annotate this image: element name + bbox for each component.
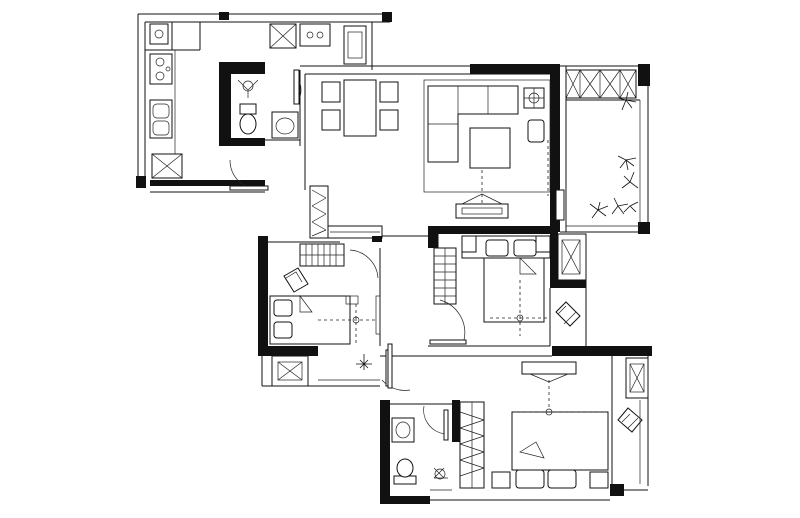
master-bathroom: [380, 400, 610, 504]
window-icon: [151, 153, 183, 179]
armchair-icon: [283, 267, 309, 293]
master-bedroom: [380, 346, 652, 496]
coffee-table: [469, 127, 511, 169]
window-icon: [557, 233, 587, 281]
door[interactable]: [293, 69, 300, 105]
window-icon: [271, 355, 309, 387]
door[interactable]: [375, 295, 381, 335]
door-swing: [381, 379, 411, 391]
dining-chair: [321, 109, 341, 131]
sofa-icon: [427, 85, 519, 163]
window-icon: [625, 357, 649, 399]
toilet-icon: [239, 103, 257, 135]
lamp-icon: [523, 87, 545, 109]
ceiling-light-icon: [490, 280, 548, 336]
stove-icon: [149, 53, 173, 85]
kitchen: [145, 22, 367, 191]
door-frame: [387, 343, 393, 389]
corridor: [309, 185, 430, 242]
bed-icon: [269, 294, 359, 345]
door-swing: [349, 249, 379, 279]
washing-machine-icon: [269, 23, 297, 49]
dining-area: [321, 79, 399, 137]
guest-bathroom: [219, 62, 302, 146]
shower-icon: [433, 467, 448, 480]
kitchen-sink-icon: [149, 23, 169, 45]
sink-icon: [271, 111, 299, 139]
dining-chair: [379, 81, 399, 103]
door[interactable]: [443, 409, 449, 441]
plant-icon: [356, 354, 372, 370]
door[interactable]: [229, 185, 269, 191]
wardrobe-icon: [299, 243, 345, 267]
double-sink-icon: [149, 99, 173, 139]
side-chair: [527, 119, 545, 143]
sliding-door[interactable]: [555, 189, 565, 221]
armchair-icon: [617, 407, 643, 433]
utility-sink-icon: [299, 23, 331, 47]
shower-icon: [237, 79, 259, 98]
bedroom-middle: [428, 226, 587, 348]
door[interactable]: [429, 339, 467, 345]
bedroom-west: [258, 236, 381, 387]
dining-table: [343, 79, 377, 137]
door-swing: [439, 299, 466, 341]
dining-chair: [379, 109, 399, 131]
tv-stand-icon: [521, 361, 577, 383]
plant-icon: [589, 91, 639, 219]
balcony: [555, 69, 641, 227]
wardrobe-icon: [459, 401, 485, 489]
wardrobe-icon: [433, 247, 457, 305]
dining-chair: [321, 81, 341, 103]
tv-view-lines: [461, 193, 503, 205]
sink-icon: [391, 417, 415, 443]
bed-icon: [461, 235, 551, 323]
ceiling-light-icon: [318, 304, 376, 344]
bed-icon: [491, 408, 609, 489]
armchair-icon: [555, 301, 581, 327]
toilet-icon: [393, 458, 417, 485]
living-room: [423, 79, 551, 219]
tv-stand-icon: [455, 203, 509, 219]
window-icon: [343, 25, 367, 65]
